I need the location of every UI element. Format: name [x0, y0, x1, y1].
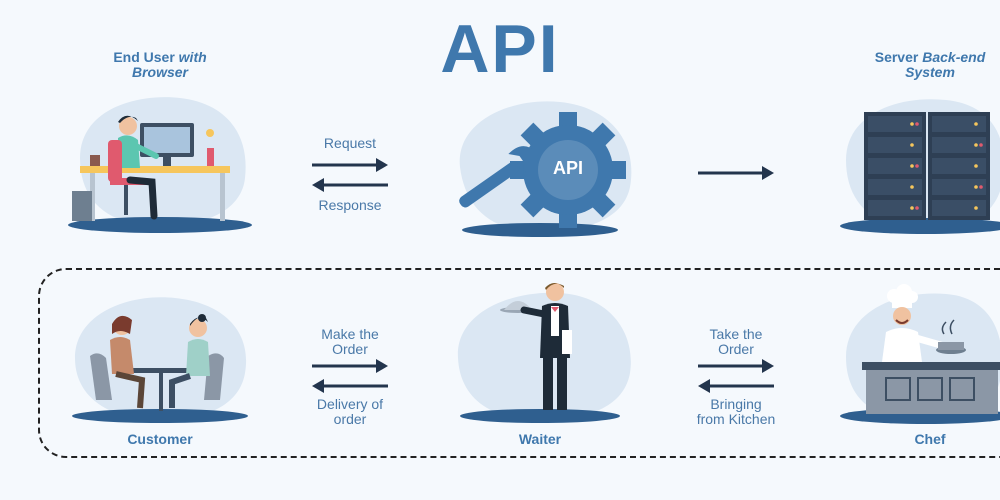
- server-rack-icon: [840, 99, 1000, 234]
- waiter-icon: [457, 283, 631, 423]
- end-user-label: End User with Browser: [113, 49, 207, 80]
- gear-api-label: API: [552, 158, 583, 178]
- desk-user-icon: [68, 97, 252, 233]
- page-title: API: [440, 11, 560, 87]
- analogy-dashed-frame: [38, 268, 1000, 458]
- customer-label: Customer: [127, 431, 193, 447]
- request-response-arrows-icon: [312, 158, 388, 192]
- to-server-arrow-icon: [698, 166, 774, 180]
- response-label: Response: [318, 197, 382, 213]
- take-bring-arrows-icon: [698, 359, 774, 393]
- chef-icon: [840, 284, 1000, 424]
- waiter-label: Waiter: [518, 431, 562, 447]
- dining-couple-icon: [72, 297, 248, 423]
- order-delivery-arrows-icon: [312, 359, 388, 393]
- gear-wrench-icon: [459, 101, 632, 237]
- chef-label: Chef: [914, 431, 946, 447]
- server-label: Server Back-end System: [874, 49, 986, 80]
- request-label: Request: [323, 135, 377, 151]
